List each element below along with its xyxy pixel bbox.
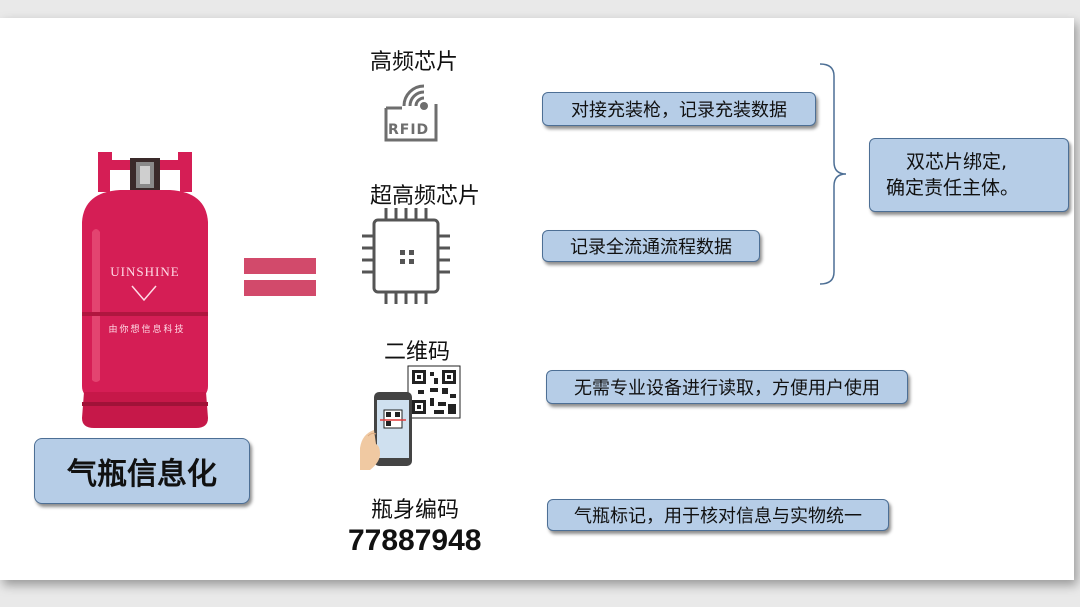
slide: UINSHINE 由你想信息科技 气瓶信息化 高频芯片 RFID 超高频芯片 二…: [0, 18, 1074, 580]
equals-bar-top: [244, 258, 316, 274]
summary-line-1: 双芯片绑定,: [906, 151, 1008, 173]
right-brace: [819, 63, 847, 285]
summary-box: 双芯片绑定, 确定责任主体。: [869, 138, 1069, 212]
qr-description-box: 无需专业设备进行读取，方便用户使用: [546, 370, 908, 404]
serial-description-box: 气瓶标记，用于核对信息与实物统一: [547, 499, 889, 531]
rfid-icon-text: RFID: [388, 122, 430, 138]
phone-qr-scan-icon: [360, 365, 461, 470]
uhf-chip-title: 超高频芯片: [370, 184, 481, 209]
equals-bar-bottom: [244, 280, 316, 296]
brand-logo-icon: [131, 285, 157, 302]
cylinder-slogan-text: 由你想信息科技: [108, 325, 186, 335]
gas-cylinder-illustration: [82, 152, 208, 428]
qr-title: 二维码: [384, 340, 451, 365]
main-label: 气瓶信息化: [67, 457, 217, 492]
uhf-description: 记录全流通流程数据: [570, 237, 732, 258]
chip-icon: [362, 208, 450, 304]
hf-chip-title: 高频芯片: [370, 50, 459, 75]
serial-title: 瓶身编码: [371, 498, 460, 523]
rfid-icon: [384, 84, 438, 142]
hf-description: 对接充装枪，记录充装数据: [571, 100, 787, 121]
summary-line-2: 确定责任主体。: [886, 177, 1020, 199]
uhf-description-box: 记录全流通流程数据: [542, 230, 760, 262]
cylinder-brand-text: UINSHINE: [110, 264, 180, 279]
main-label-box: 气瓶信息化: [34, 438, 250, 504]
serial-number: 77887948: [348, 524, 482, 557]
qr-description: 无需专业设备进行读取，方便用户使用: [574, 378, 880, 399]
serial-description: 气瓶标记，用于核对信息与实物统一: [574, 506, 862, 527]
hf-description-box: 对接充装枪，记录充装数据: [542, 92, 816, 126]
